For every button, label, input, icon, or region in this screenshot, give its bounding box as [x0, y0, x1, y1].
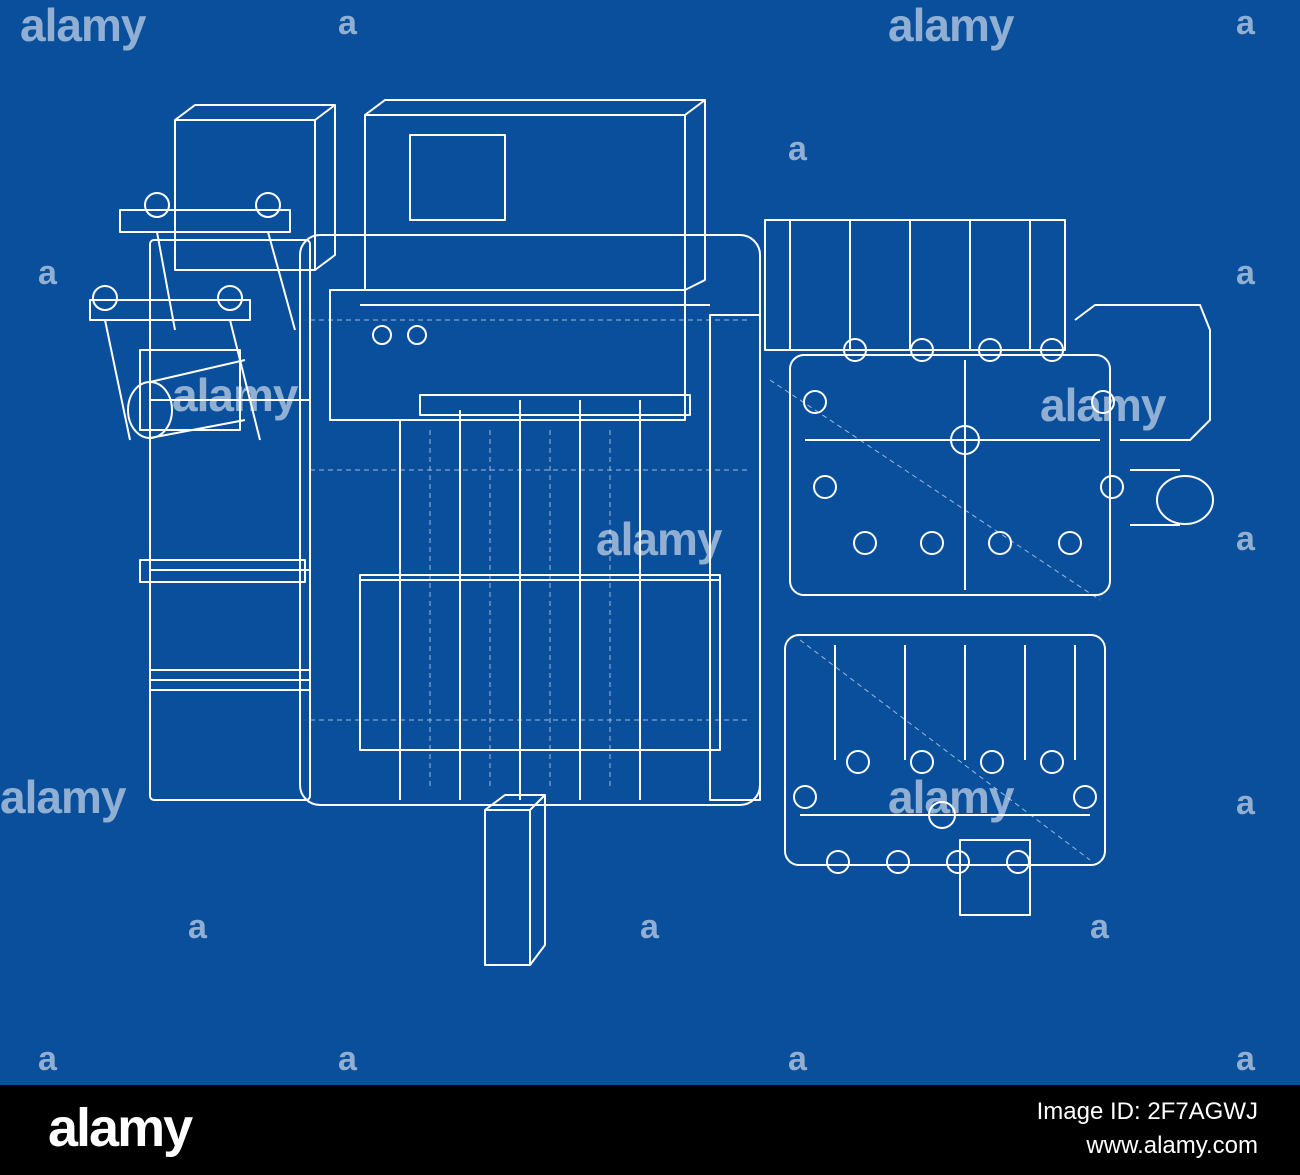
- watermark-mark: a: [38, 254, 57, 292]
- watermark-mark: a: [188, 908, 207, 946]
- motor-housing: [299, 234, 761, 806]
- lower-cylinder-head: [784, 634, 1106, 874]
- watermark-mark: a: [640, 908, 659, 946]
- watermark-mark: a: [1236, 1040, 1255, 1078]
- watermark: alamy: [1040, 379, 1166, 431]
- watermark: alamy: [888, 0, 1014, 51]
- blueprint-illustration: alamy alamy alamy alamy alamy alamy alam…: [0, 0, 1300, 1085]
- watermark: alamy: [0, 771, 126, 823]
- watermark-mark: a: [338, 4, 357, 42]
- lower-bolts: [793, 750, 1097, 874]
- brand-logo: alamy: [48, 1098, 193, 1158]
- image-id: Image ID: 2F7AGWJ: [1036, 1098, 1258, 1125]
- terminal-box: [329, 99, 706, 421]
- pipe-clamp: [89, 192, 296, 441]
- watermark-mark: a: [788, 1040, 807, 1078]
- watermark-mark: a: [338, 1040, 357, 1078]
- compressor-wireframe: [89, 99, 1214, 966]
- stock-footer-bar: alamy Image ID: 2F7AGWJ www.alamy.com: [0, 1085, 1300, 1175]
- left-end-cap: [139, 104, 336, 801]
- watermark-mark: a: [1236, 4, 1255, 42]
- watermark-mark: a: [1236, 520, 1255, 558]
- image-info: Image ID: 2F7AGWJ www.alamy.com: [1037, 1095, 1258, 1163]
- head-bolts: [803, 338, 1124, 555]
- watermark-mark: a: [1236, 784, 1255, 822]
- watermark-mark: a: [1090, 908, 1109, 946]
- watermark: alamy: [596, 513, 722, 565]
- watermark-mark: a: [38, 1040, 57, 1078]
- watermark: alamy: [20, 0, 146, 51]
- upper-cylinder-head: [764, 219, 1124, 596]
- watermark-mark: a: [1236, 254, 1255, 292]
- watermark-mark: a: [788, 130, 807, 168]
- watermark: alamy: [172, 369, 298, 421]
- mounting-feet: [484, 794, 1031, 966]
- watermark: alamy: [888, 771, 1014, 823]
- site-url: www.alamy.com: [1086, 1132, 1258, 1159]
- hidden-lines: [310, 319, 1101, 861]
- discharge-valve: [1074, 304, 1214, 526]
